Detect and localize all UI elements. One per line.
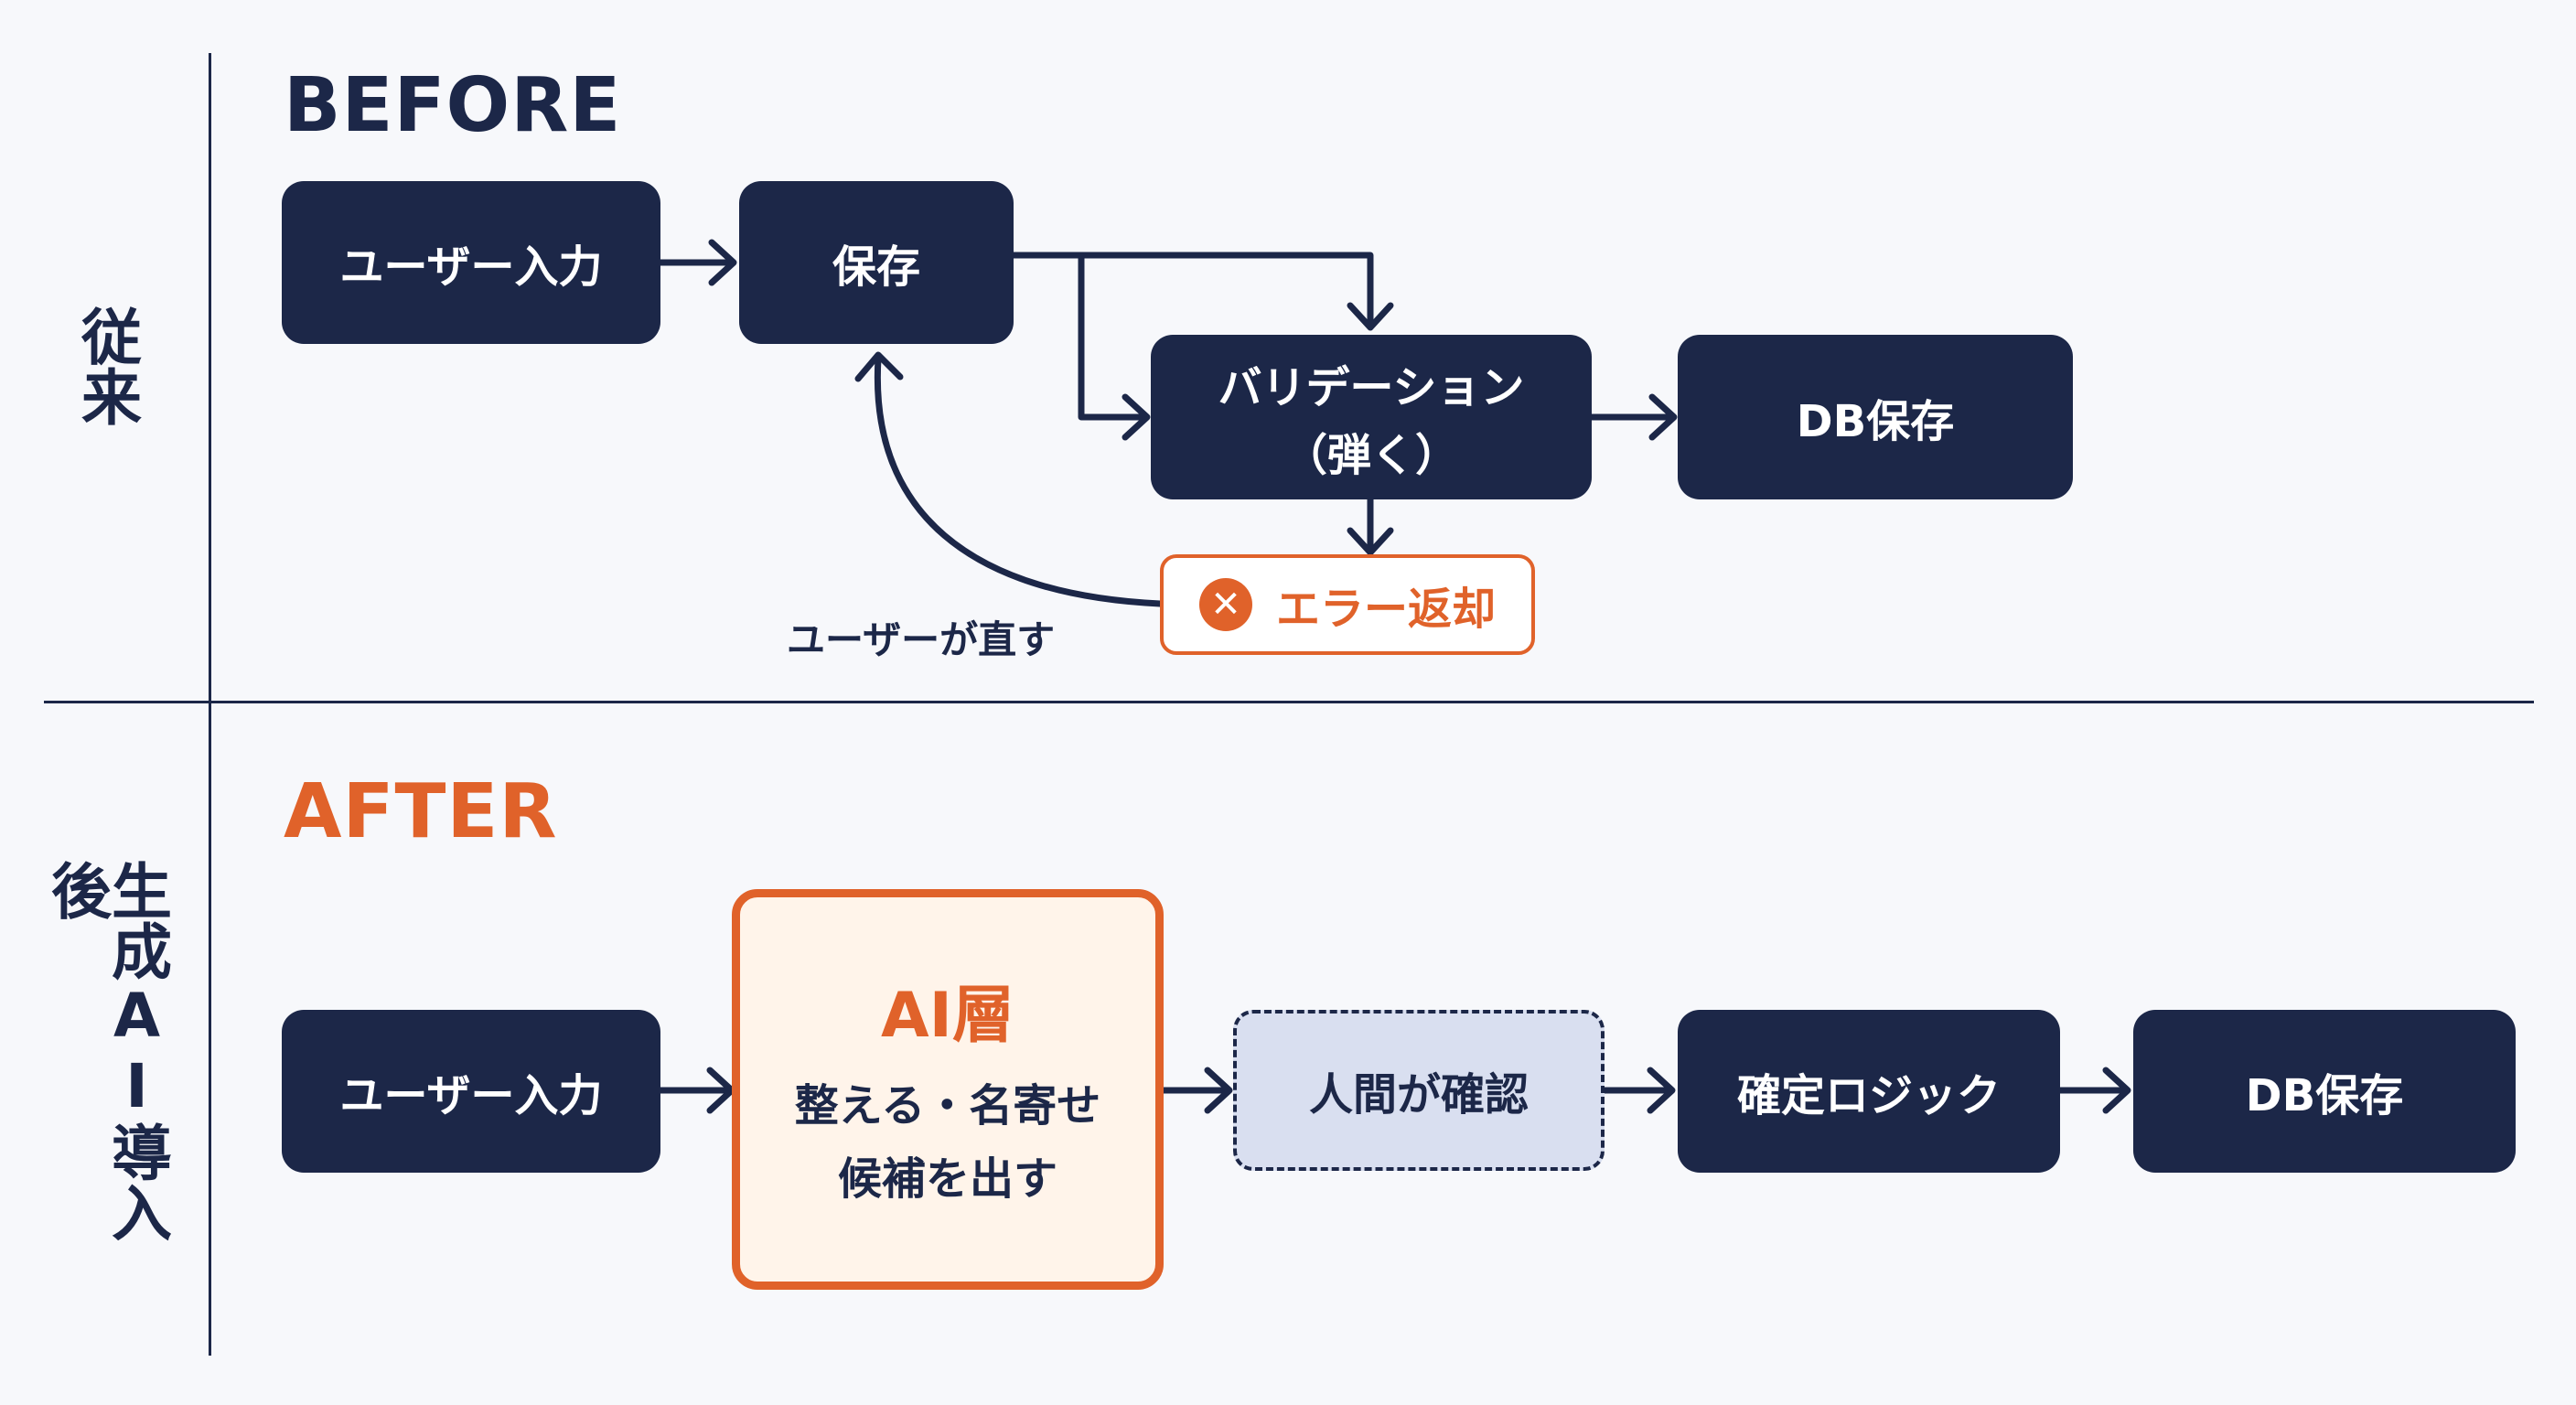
before-user-input-box: ユーザー入力 bbox=[282, 181, 660, 344]
before-db-save-label: DB保存 bbox=[1796, 396, 1955, 447]
before-validation-box: バリデーション （弾く） bbox=[1151, 335, 1592, 499]
after-title: AFTER bbox=[284, 768, 558, 855]
ai-layer-line1: 整える・名寄せ bbox=[794, 1079, 1101, 1132]
ai-layer-line2: 候補を出す bbox=[837, 1153, 1057, 1205]
error-return-box: ✕ エラー返却 bbox=[1160, 554, 1535, 655]
side-label-before: 従来 bbox=[71, 306, 142, 426]
before-title: BEFORE bbox=[284, 62, 622, 149]
x-circle-icon: ✕ bbox=[1198, 578, 1252, 631]
before-user-input-label: ユーザー入力 bbox=[339, 241, 603, 293]
arrow-error-to-save bbox=[874, 355, 1164, 607]
vertical-divider bbox=[209, 53, 211, 1356]
error-return-label: エラー返却 bbox=[1275, 584, 1496, 635]
human-check-label: 人間が確認 bbox=[1308, 1069, 1529, 1121]
user-fix-label: ユーザーが直す bbox=[787, 617, 1056, 662]
before-save-box: 保存 bbox=[739, 181, 1014, 344]
horizontal-divider bbox=[44, 701, 2534, 703]
validation-label-line1: バリデーション bbox=[1218, 362, 1525, 413]
before-db-save-box: DB保存 bbox=[1678, 335, 2073, 499]
before-save-label: 保存 bbox=[832, 241, 920, 293]
arrow-save-to-validation-top bbox=[1010, 252, 1374, 327]
arrow-save-to-validation-side bbox=[1078, 252, 1149, 421]
after-db-save-box: DB保存 bbox=[2133, 1010, 2516, 1173]
confirm-logic-box: 確定ロジック bbox=[1678, 1010, 2060, 1173]
confirm-logic-label: 確定ロジック bbox=[1736, 1070, 2001, 1121]
ai-layer-title: AI層 bbox=[881, 979, 1014, 1052]
after-db-save-label: DB保存 bbox=[2245, 1070, 2404, 1121]
validation-label-line2: （弾く） bbox=[1283, 430, 1459, 481]
after-user-input-label: ユーザー入力 bbox=[339, 1070, 603, 1121]
ai-layer-box: AI層 整える・名寄せ 候補を出す bbox=[732, 889, 1164, 1290]
human-check-box: 人間が確認 bbox=[1233, 1010, 1605, 1171]
after-user-input-box: ユーザー入力 bbox=[282, 1010, 660, 1173]
